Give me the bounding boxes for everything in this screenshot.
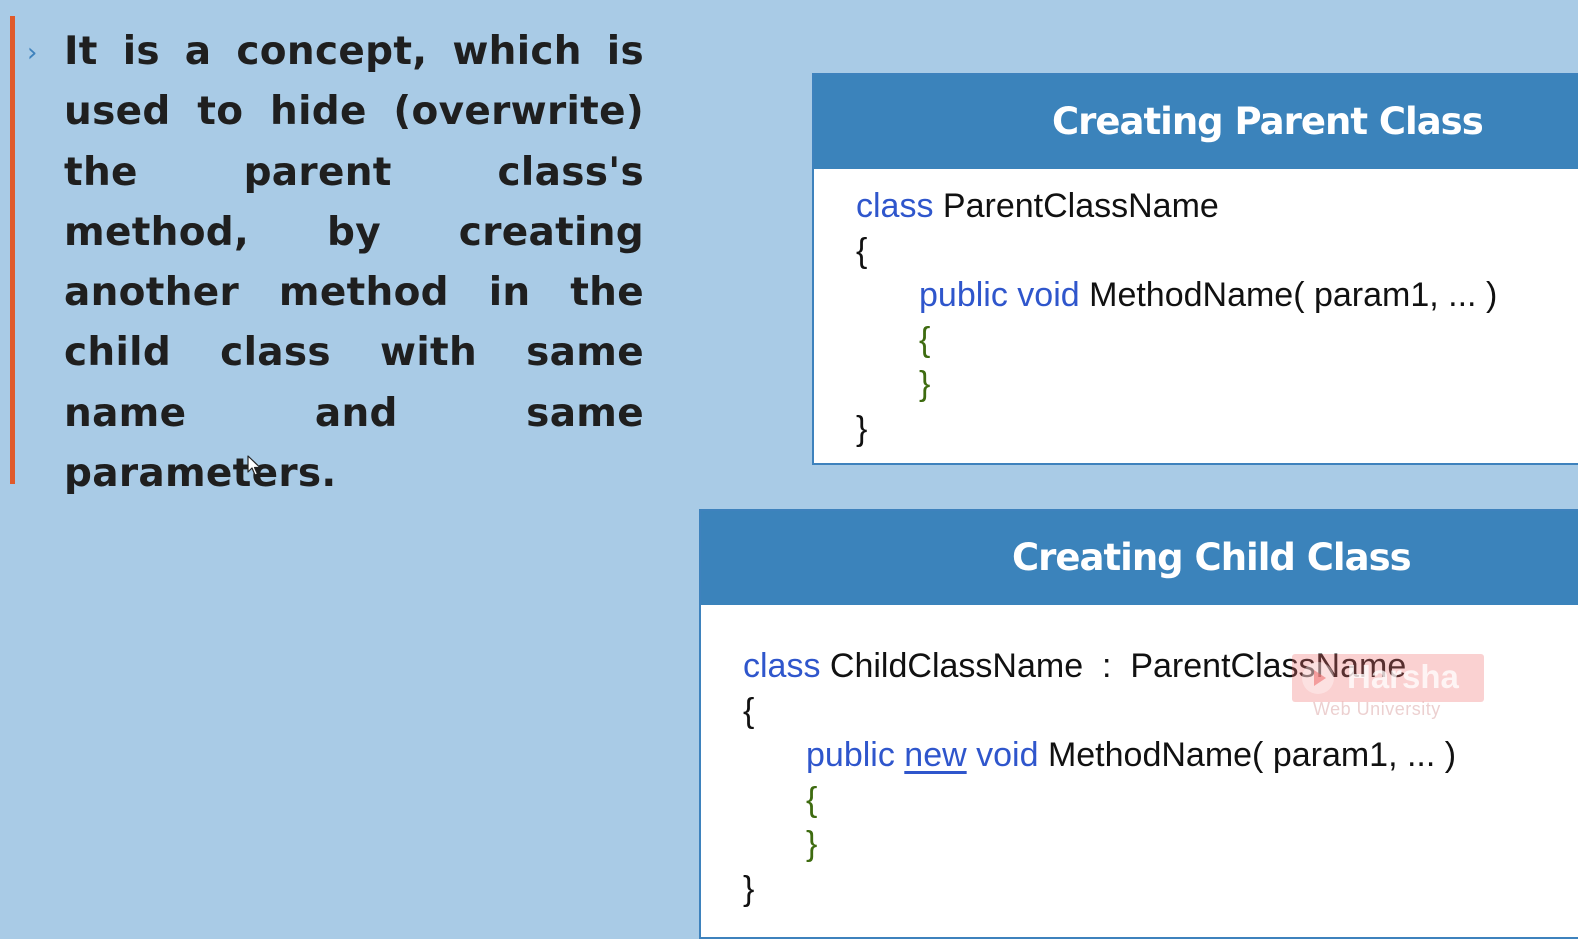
code-line-class-declaration: class ParentClassName: [856, 186, 1219, 226]
code-line-class-declaration: class ChildClassName : ParentClassName: [743, 646, 1406, 686]
parent-class-card: Creating Parent Class class ParentClassN…: [812, 73, 1578, 465]
method-signature: MethodName( param1, ... ): [1079, 276, 1498, 314]
class-name: ChildClassName : ParentClassName: [820, 647, 1407, 685]
keyword-class: class: [856, 187, 934, 225]
method-signature: MethodName( param1, ... ): [1038, 736, 1457, 774]
code-inner-open-brace: {: [806, 781, 818, 819]
keyword-new: new: [904, 736, 967, 774]
keyword-void: void: [976, 736, 1039, 774]
code-close-brace: }: [743, 870, 755, 908]
bullet-text: It is a concept, which is used to hide (…: [64, 29, 644, 497]
code-close-brace: }: [856, 410, 868, 448]
watermark-logo: Harsha: [1292, 654, 1484, 702]
code-line-method: public new void MethodName( param1, ... …: [806, 735, 1456, 775]
accent-bar: [10, 16, 15, 484]
child-class-card: Creating Child Class class ChildClassNam…: [699, 509, 1578, 939]
code-open-brace: {: [743, 692, 755, 730]
keyword-void: void: [1017, 276, 1080, 314]
code-open-brace: {: [856, 232, 868, 270]
class-name: ParentClassName: [933, 187, 1219, 225]
code-line-method: public void MethodName( param1, ... ): [919, 275, 1497, 315]
child-card-title: Creating Child Class: [701, 511, 1578, 605]
parent-card-title: Creating Parent Class: [814, 75, 1578, 169]
watermark-subtitle: Web University: [1313, 699, 1441, 719]
code-inner-close-brace: }: [806, 825, 818, 863]
play-icon: [1302, 662, 1334, 694]
keyword-public: public: [919, 276, 1008, 314]
mouse-pointer-icon: [247, 455, 261, 476]
watermark-brand: Harsha: [1347, 658, 1459, 695]
code-inner-close-brace: }: [919, 365, 931, 403]
bullet-arrow-icon: ›: [27, 38, 38, 68]
keyword-class: class: [743, 647, 821, 685]
keyword-public: public: [806, 736, 895, 774]
code-inner-open-brace: {: [919, 321, 931, 359]
